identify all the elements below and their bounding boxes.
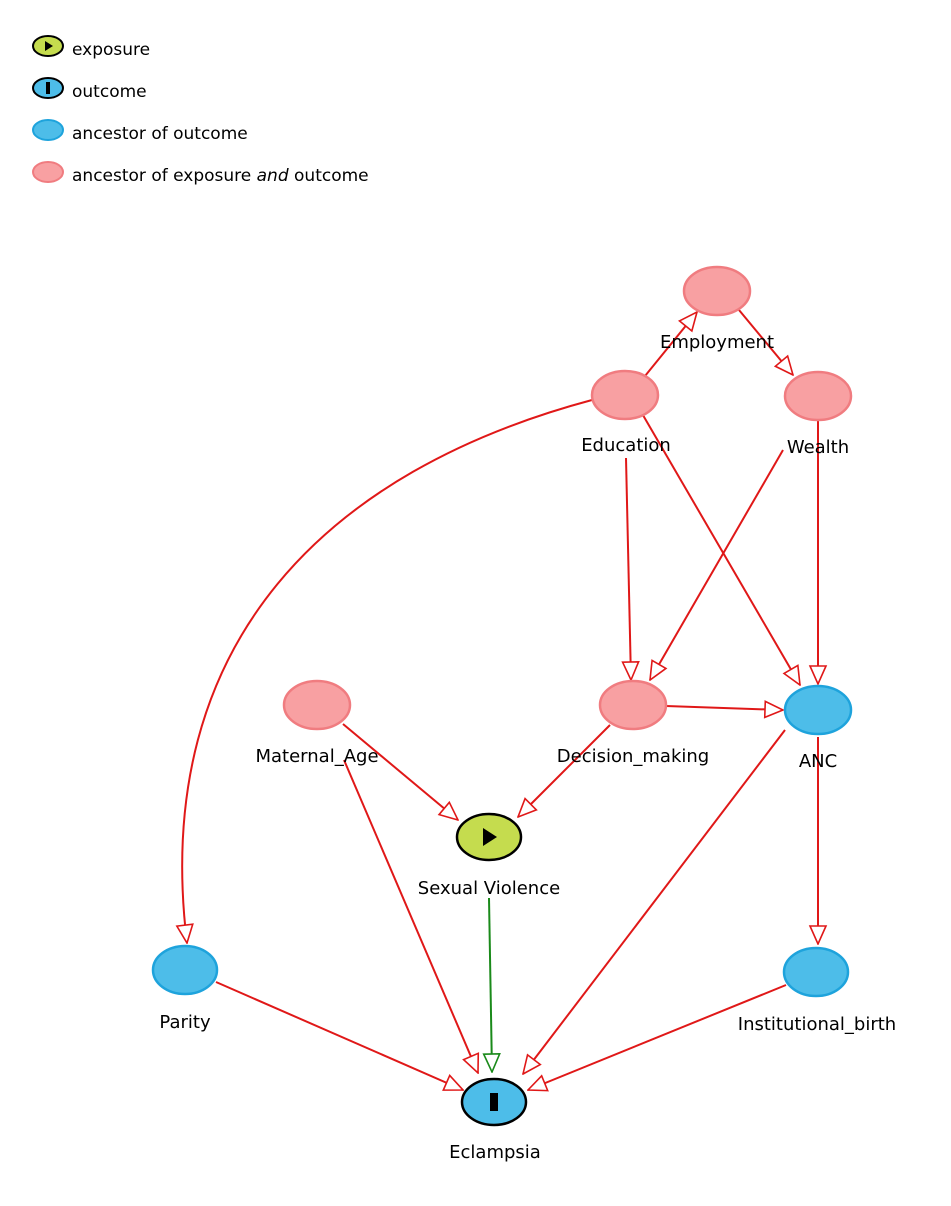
edge-maternal-age-eclampsia [343,759,478,1073]
node-label-anc: ANC [799,751,837,772]
legend-label-ancestor-outcome: ancestor of outcome [72,124,248,144]
legend-label-exposure: exposure [72,40,151,60]
node-parity: Parity [151,944,219,1033]
node-label-sexual-violence: Sexual Violence [418,878,560,899]
outcome-marker-icon [490,1093,498,1111]
node-decision-making: Decision_making [557,679,709,767]
edge-education-employment [644,312,697,377]
node-label-wealth: Wealth [787,437,849,458]
node-label-employment: Employment [660,332,774,353]
edge-education-parity [182,399,593,943]
node-anc: ANC [783,684,853,772]
node-employment: Employment [660,265,774,353]
node-education: Education [581,369,671,456]
node-label-institutional-birth: Institutional_birth [738,1014,896,1035]
node-label-education: Education [581,435,671,456]
node-wealth: Wealth [783,370,853,458]
ancestor-of-exposure-and-outcome-icon [32,161,64,183]
edge-sexual-violence-eclampsia [489,897,492,1072]
ancestor-of-outcome-icon [32,119,64,141]
node-institutional-birth: Institutional_birth [738,946,896,1035]
exposure-icon [32,35,64,57]
edge-employment-wealth [738,309,793,375]
legend-label-ancestor-both: ancestor of exposure and outcome [72,166,369,186]
edge-parity-eclampsia [215,981,463,1090]
node-label-eclampsia: Eclampsia [449,1142,541,1163]
edge-education-decision-making [626,457,631,680]
outcome-icon [32,77,64,99]
edges [182,309,818,1090]
exposure-marker-icon [483,828,497,846]
edge-wealth-decision-making [650,449,784,680]
edge-maternal-age-sexual-violence [342,723,458,820]
edge-anc-eclampsia [523,729,786,1074]
edge-institutional-birth-eclampsia [528,984,787,1090]
legend-label-outcome: outcome [72,82,147,102]
edge-decision-making-sexual-violence [518,724,611,817]
node-eclampsia: Eclampsia [449,1077,541,1163]
edge-education-anc [639,409,800,685]
node-label-decision-making: Decision_making [557,746,709,767]
node-maternal-age: Maternal_Age [255,679,379,767]
node-label-parity: Parity [159,1012,211,1033]
node-label-maternal-age: Maternal_Age [255,746,378,767]
node-sexual-violence: Sexual Violence [418,812,560,899]
edge-decision-making-anc [665,706,783,710]
